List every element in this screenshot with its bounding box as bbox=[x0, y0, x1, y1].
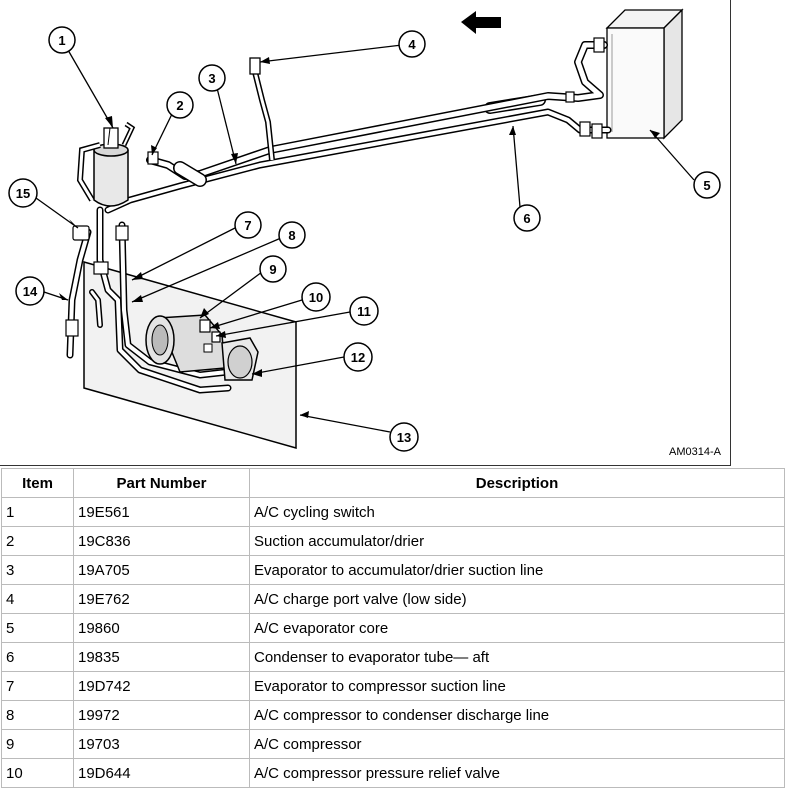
evaporator-core bbox=[605, 8, 684, 140]
cell-part: 19D742 bbox=[73, 671, 250, 701]
cell-part: 19E561 bbox=[73, 497, 250, 527]
cell-item: 8 bbox=[1, 700, 74, 730]
svg-text:12: 12 bbox=[351, 350, 365, 365]
callout-6: 6 bbox=[513, 204, 541, 232]
svg-text:7: 7 bbox=[244, 218, 251, 233]
cell-part: 19D644 bbox=[73, 758, 250, 788]
callout-3: 3 bbox=[198, 64, 226, 92]
cell-desc: A/C charge port valve (low side) bbox=[249, 584, 785, 614]
callout-12: 12 bbox=[343, 342, 373, 372]
cell-item: 1 bbox=[1, 497, 74, 527]
svg-text:11: 11 bbox=[357, 304, 371, 319]
cell-desc: A/C compressor pressure relief valve bbox=[249, 758, 785, 788]
svg-text:5: 5 bbox=[703, 178, 710, 193]
evaporator-fittings bbox=[565, 37, 605, 139]
charge-port-line bbox=[249, 57, 275, 161]
cell-item: 3 bbox=[1, 555, 74, 585]
svg-text:13: 13 bbox=[397, 430, 411, 445]
svg-text:3: 3 bbox=[208, 71, 215, 86]
diagram-figure: 1 2 3 4 5 6 7 8 9 10 11 12 13 14 15 AM03… bbox=[0, 0, 731, 466]
callout-8: 8 bbox=[278, 221, 306, 249]
callout-11: 11 bbox=[349, 296, 379, 326]
cell-part: 19703 bbox=[73, 729, 250, 759]
leader-arrowheads bbox=[59, 57, 660, 418]
cell-desc: A/C evaporator core bbox=[249, 613, 785, 643]
callout-7: 7 bbox=[234, 211, 262, 239]
svg-text:1: 1 bbox=[58, 33, 65, 48]
compressor bbox=[145, 314, 259, 381]
cell-desc: A/C compressor to condenser discharge li… bbox=[249, 700, 785, 730]
cell-part: 19C836 bbox=[73, 526, 250, 556]
cell-item: 5 bbox=[1, 613, 74, 643]
table-header-row: Item Part Number Description bbox=[1, 468, 785, 498]
cell-item: 10 bbox=[1, 758, 74, 788]
svg-text:9: 9 bbox=[269, 262, 276, 277]
cell-part: 19A705 bbox=[73, 555, 250, 585]
cell-desc: A/C compressor bbox=[249, 729, 785, 759]
header-description: Description bbox=[249, 468, 785, 498]
svg-text:8: 8 bbox=[288, 228, 295, 243]
callout-9: 9 bbox=[259, 255, 287, 283]
callout-1: 1 bbox=[48, 26, 76, 54]
callout-4: 4 bbox=[398, 30, 426, 58]
forward-arrow-icon bbox=[461, 11, 501, 34]
line-fittings bbox=[65, 225, 129, 337]
cell-item: 7 bbox=[1, 671, 74, 701]
svg-text:15: 15 bbox=[16, 186, 30, 201]
cell-desc: Evaporator to compressor suction line bbox=[249, 671, 785, 701]
cell-desc: Suction accumulator/drier bbox=[249, 526, 785, 556]
svg-text:10: 10 bbox=[309, 290, 323, 305]
cell-part: 19835 bbox=[73, 642, 250, 672]
callout-leaders bbox=[35, 44, 695, 433]
callout-2: 2 bbox=[166, 91, 194, 119]
evaporator-to-accumulator-line bbox=[146, 41, 608, 187]
cell-desc: A/C cycling switch bbox=[249, 497, 785, 527]
callout-5: 5 bbox=[693, 171, 721, 199]
callout-15: 15 bbox=[8, 178, 38, 208]
cell-part: 19972 bbox=[73, 700, 250, 730]
svg-text:14: 14 bbox=[23, 284, 38, 299]
svg-text:2: 2 bbox=[176, 98, 183, 113]
figure-id: AM0314-A bbox=[669, 446, 721, 458]
cell-item: 4 bbox=[1, 584, 74, 614]
cell-item: 9 bbox=[1, 729, 74, 759]
callout-10: 10 bbox=[301, 282, 331, 312]
callout-13: 13 bbox=[389, 422, 419, 452]
svg-text:4: 4 bbox=[408, 37, 416, 52]
cell-desc: Evaporator to accumulator/drier suction … bbox=[249, 555, 785, 585]
cell-item: 2 bbox=[1, 526, 74, 556]
callout-14: 14 bbox=[15, 276, 45, 306]
accumulator-drier bbox=[76, 121, 159, 207]
cell-item: 6 bbox=[1, 642, 74, 672]
svg-text:6: 6 bbox=[523, 211, 530, 226]
cell-part: 19860 bbox=[73, 613, 250, 643]
cell-desc: Condenser to evaporator tube— aft bbox=[249, 642, 785, 672]
header-item: Item bbox=[1, 468, 74, 498]
ac-system-diagram: 1 2 3 4 5 6 7 8 9 10 11 12 13 14 15 bbox=[8, 8, 721, 452]
callouts: 1 2 3 4 5 6 7 8 9 10 11 12 13 14 15 bbox=[8, 26, 721, 452]
cell-part: 19E762 bbox=[73, 584, 250, 614]
header-part-number: Part Number bbox=[73, 468, 250, 498]
